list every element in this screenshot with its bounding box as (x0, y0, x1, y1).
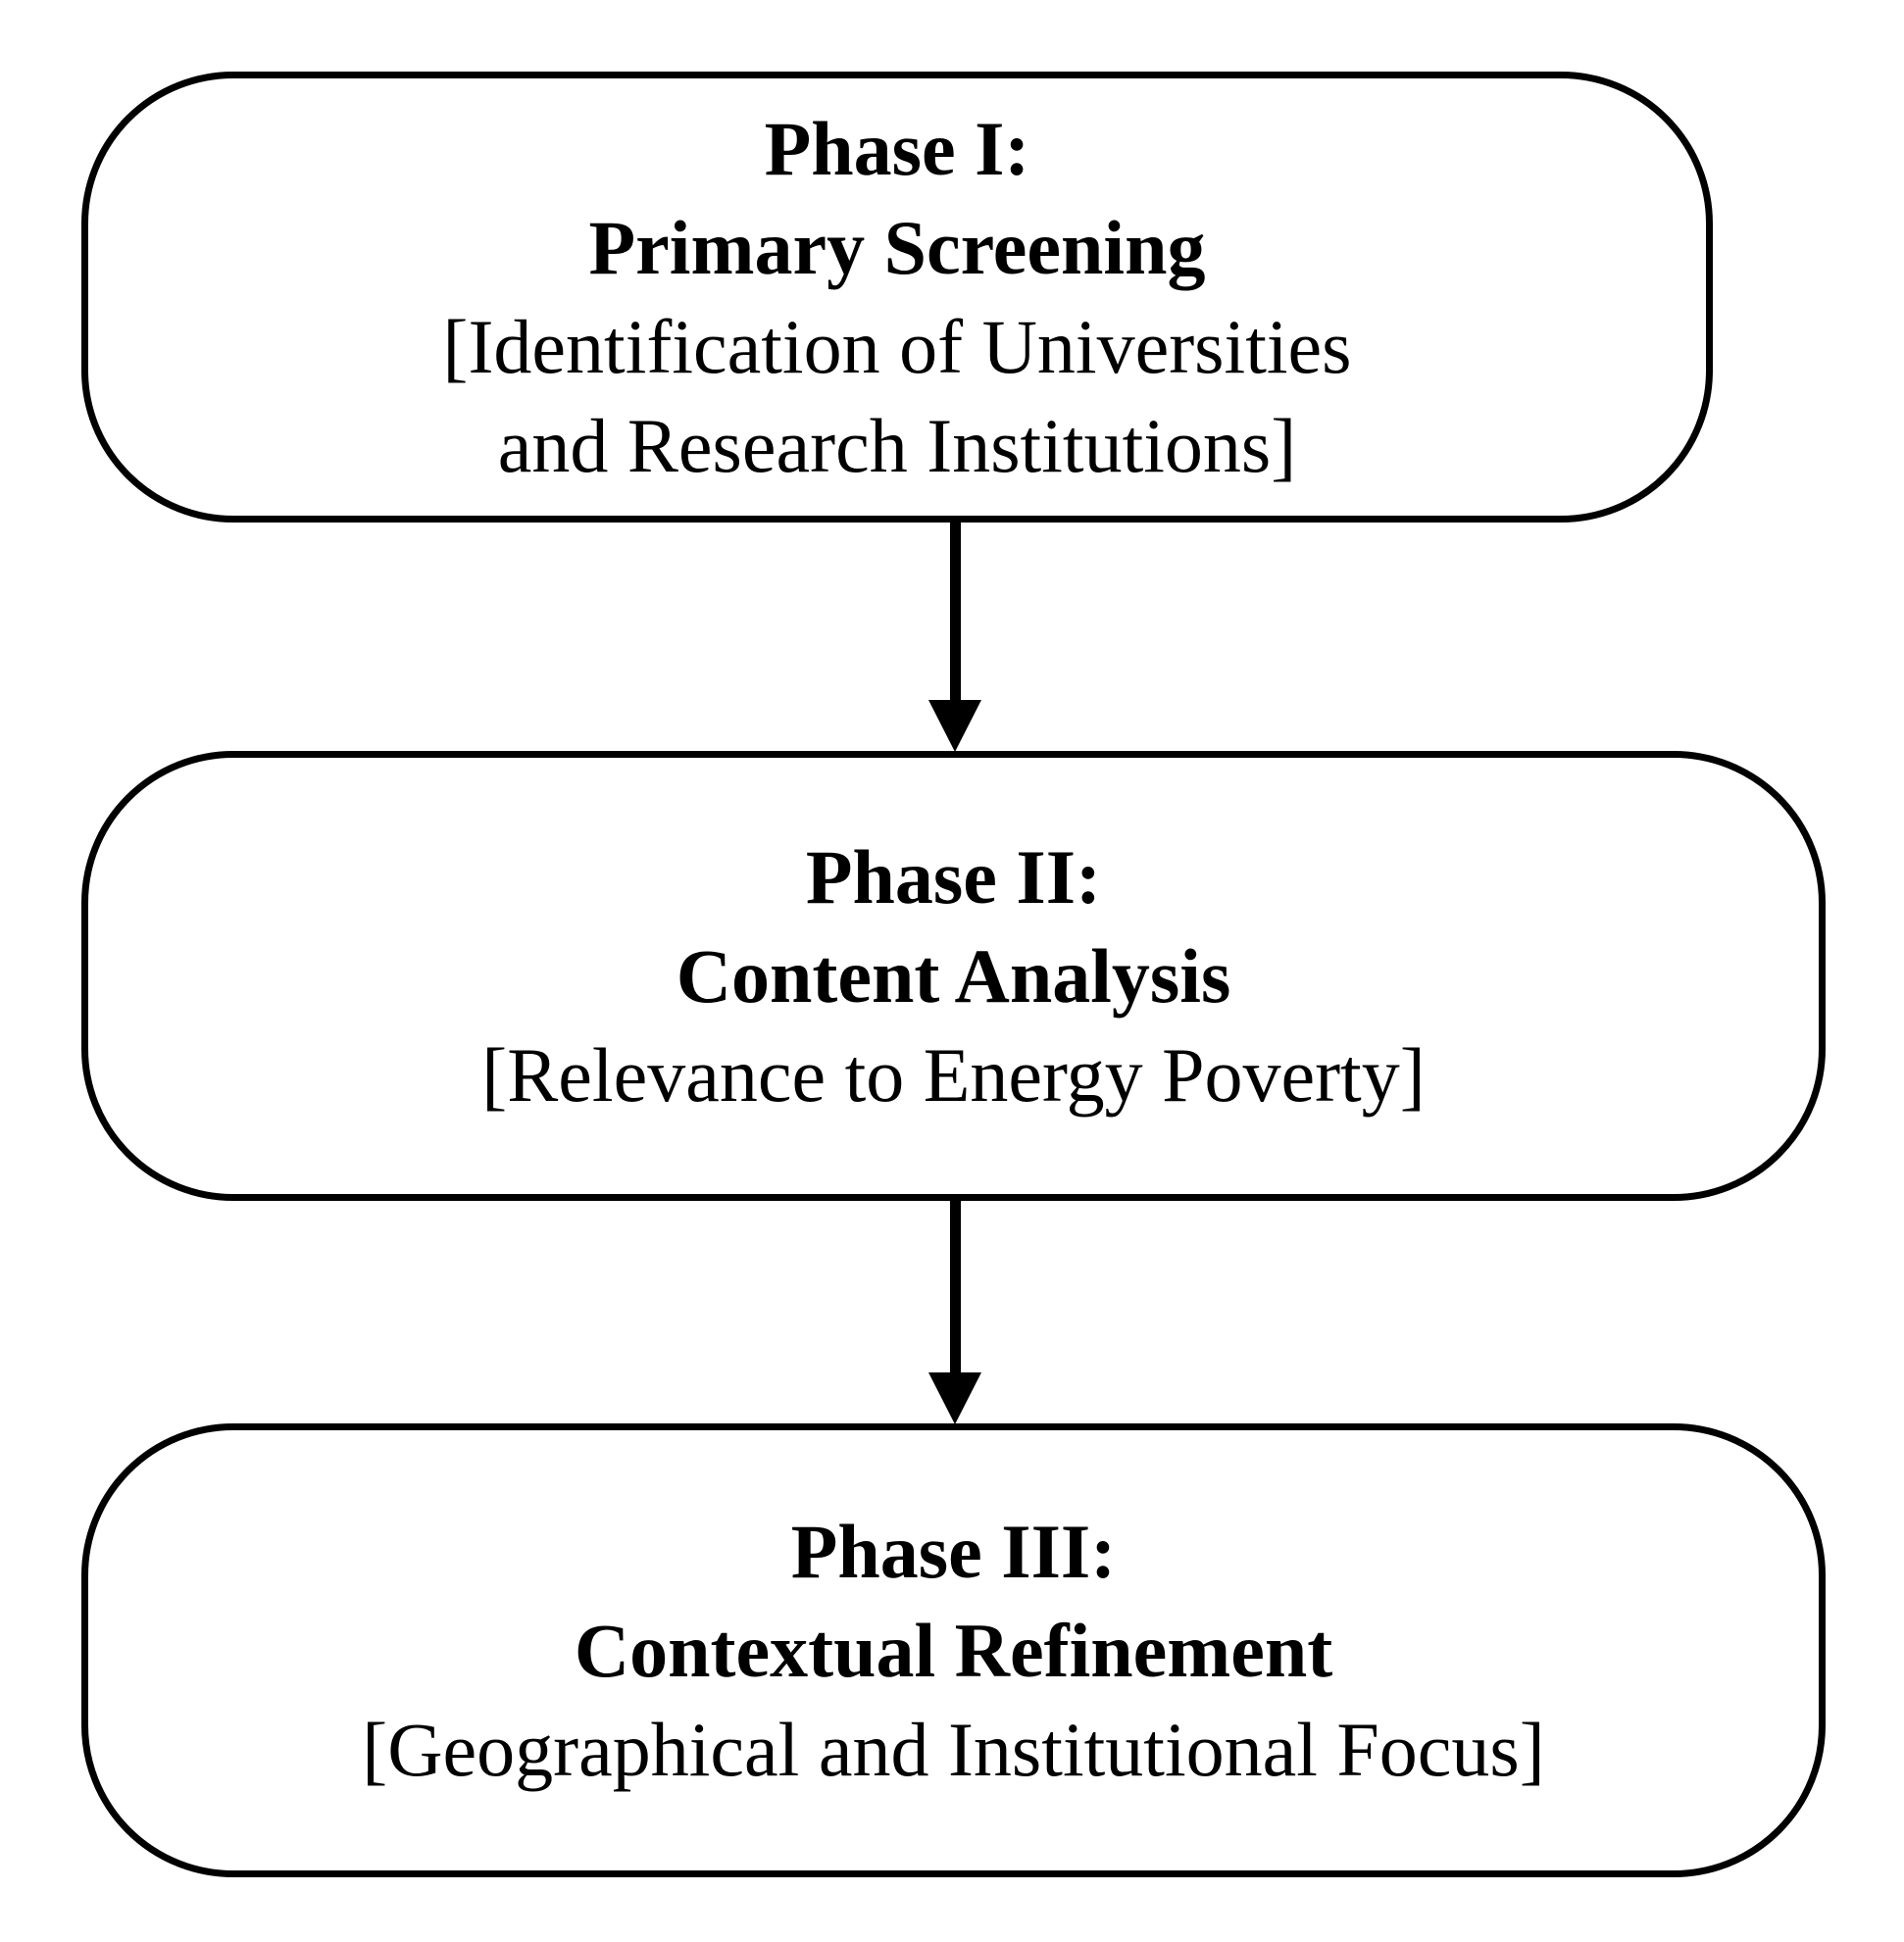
phase-box-1: Phase I: Primary Screening [Identificati… (81, 72, 1713, 523)
phase-1-subtitle-line: [Identification of Universities (442, 304, 1352, 389)
phase-box-2: Phase II: Content Analysis [Relevance to… (81, 751, 1826, 1201)
phase-3-subtitle-line: [Geographical and Institutional Focus] (362, 1707, 1545, 1792)
phase-1-subtitle-line: and Research Institutions] (497, 403, 1297, 488)
phase-1-name-line: Primary Screening (588, 205, 1206, 290)
arrow-shaft (950, 1201, 961, 1373)
phase-3-title-line: Phase III: (790, 1509, 1117, 1594)
phase-3-name-line: Contextual Refinement (574, 1608, 1333, 1693)
phase-2-name-line: Content Analysis (676, 933, 1231, 1019)
phase-2-title-line: Phase II: (805, 834, 1102, 920)
arrow-down-icon (928, 1372, 981, 1424)
arrow-down-icon (928, 700, 981, 752)
phase-1-title-line: Phase I: (764, 106, 1030, 191)
arrow-shaft (950, 523, 961, 702)
phase-box-3: Phase III: Contextual Refinement [Geogra… (81, 1423, 1826, 1877)
phase-2-subtitle-line: [Relevance to Energy Poverty] (481, 1032, 1426, 1118)
